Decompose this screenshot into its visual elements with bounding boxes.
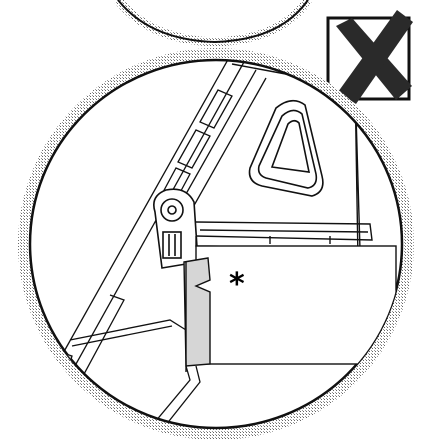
- previous-detail-circle: [114, 0, 312, 47]
- callout-asterisk: *: [229, 267, 245, 302]
- handle-cutout: [248, 99, 324, 197]
- detail-contents: [39, 60, 402, 428]
- incorrect-x-icon: [326, 10, 413, 104]
- hinge-pivot: [153, 188, 199, 269]
- detail-magnifier-circle: [18, 48, 414, 440]
- tray-front: [183, 245, 397, 372]
